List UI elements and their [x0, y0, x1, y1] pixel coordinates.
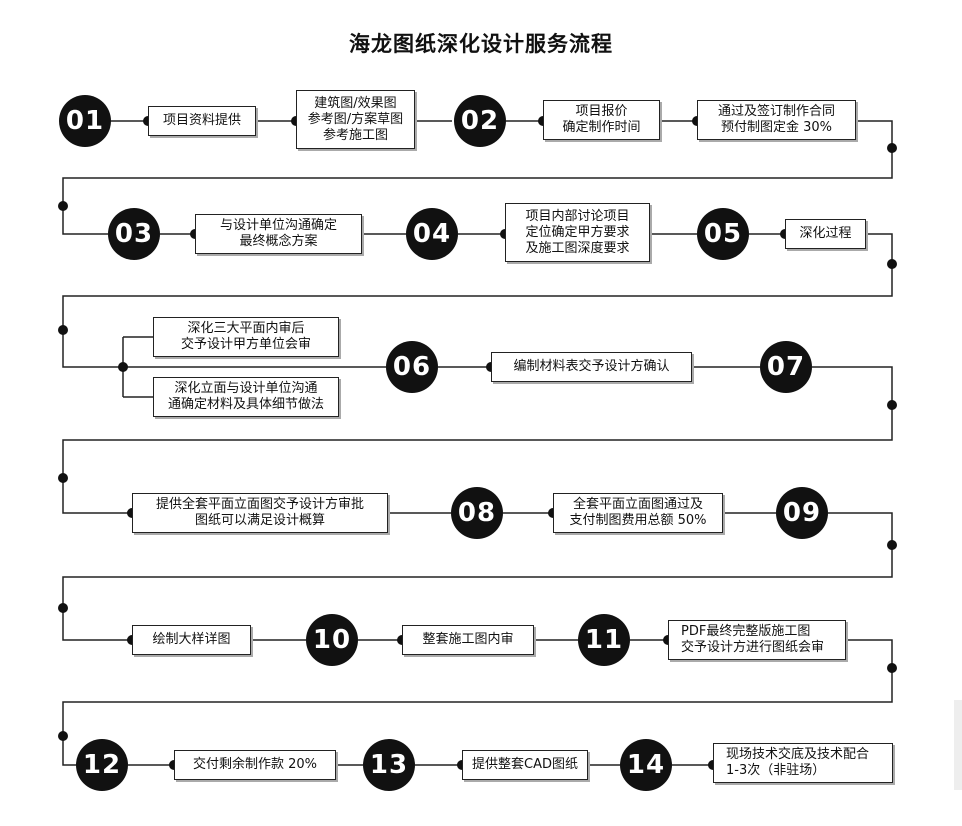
- step-box-project-materials: 项目资料提供: [148, 106, 256, 136]
- step-box-deepening-process: 深化过程: [785, 219, 866, 249]
- step-number-04: 04: [406, 208, 458, 260]
- step-box-plan-review: 深化三大平面内审后 交予设计甲方单位会审: [153, 317, 339, 357]
- step-number-13: 13: [363, 739, 415, 791]
- step-box-elevation-details: 深化立面与设计单位沟通 通确定材料及具体细节做法: [153, 377, 339, 417]
- step-number-07: 07: [760, 341, 812, 393]
- step-number-06: 06: [386, 341, 438, 393]
- step-number-11: 11: [578, 614, 630, 666]
- step-number-05: 05: [697, 208, 749, 260]
- step-box-remaining-payment: 交付剩余制作款 20%: [174, 750, 336, 780]
- step-box-internal-review: 整套施工图内审: [402, 625, 534, 655]
- step-box-contract-deposit: 通过及签订制作合同 预付制图定金 30%: [697, 100, 856, 140]
- page-title: 海龙图纸深化设计服务流程: [349, 32, 613, 56]
- step-box-reference-drawings: 建筑图/效果图 参考图/方案草图 参考施工图: [296, 90, 415, 149]
- step-box-pdf-final: PDF最终完整版施工图 交予设计方进行图纸会审: [668, 620, 846, 660]
- step-number-09: 09: [776, 487, 828, 539]
- step-number-01: 01: [59, 95, 111, 147]
- step-box-quotation: 项目报价 确定制作时间: [543, 100, 660, 140]
- step-number-02: 02: [454, 95, 506, 147]
- step-box-detail-drawings: 绘制大样详图: [132, 625, 251, 655]
- step-box-full-plans-approval: 提供全套平面立面图交予设计方审批 图纸可以满足设计概算: [132, 493, 388, 533]
- step-box-plans-payment: 全套平面立面图通过及 支付制图费用总额 50%: [553, 493, 723, 533]
- step-box-concept-confirmation: 与设计单位沟通确定 最终概念方案: [195, 214, 362, 254]
- step-number-08: 08: [451, 487, 503, 539]
- step-box-material-list: 编制材料表交予设计方确认: [491, 352, 692, 382]
- step-box-onsite-support: 现场技术交底及技术配合 1-3次（非驻场）: [713, 743, 893, 783]
- step-number-10: 10: [306, 614, 358, 666]
- step-number-03: 03: [108, 208, 160, 260]
- scrollbar-edge: [954, 700, 962, 790]
- step-number-14: 14: [620, 739, 672, 791]
- step-box-internal-discussion: 项目内部讨论项目 定位确定甲方要求 及施工图深度要求: [505, 203, 650, 262]
- step-box-cad-delivery: 提供整套CAD图纸: [462, 750, 588, 780]
- step-number-12: 12: [76, 739, 128, 791]
